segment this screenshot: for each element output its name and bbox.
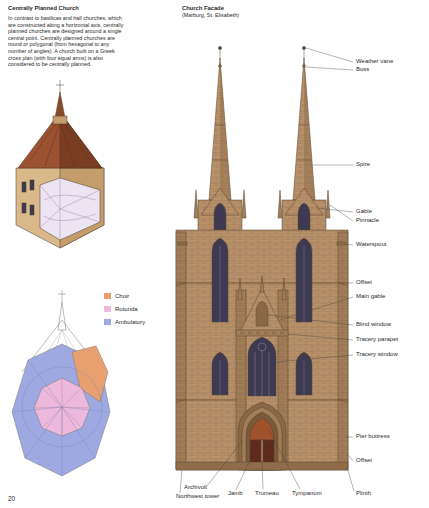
part-label: Trumeau	[255, 490, 279, 497]
legend-item: Rotunda	[104, 306, 138, 312]
part-label: Jamb	[228, 490, 243, 497]
part-label: Offset	[356, 457, 372, 464]
part-label: Waterspout	[356, 241, 386, 248]
legend-label: Rotunda	[115, 306, 138, 312]
part-label: Tracery window	[356, 351, 398, 358]
church-facade	[176, 46, 348, 470]
part-label: Boss	[356, 66, 369, 73]
legend-swatch	[104, 319, 111, 325]
legend-swatch	[104, 306, 111, 312]
part-label: Weather vane	[356, 58, 393, 65]
page-number: 20	[8, 495, 15, 503]
church-cutaway	[16, 80, 104, 248]
church-plan	[12, 290, 110, 476]
part-label: Archivolt	[184, 484, 207, 491]
part-label: Northwest tower	[176, 493, 219, 500]
body-text: In contrast to basilicas and hall church…	[8, 15, 124, 68]
part-label: Offset	[356, 279, 372, 286]
part-label: Gable	[356, 208, 372, 215]
part-label: Main gable	[356, 293, 385, 300]
part-label: Tracery parapet	[356, 336, 398, 343]
legend-item: Ambulatory	[104, 319, 145, 325]
part-label: Pier buttress	[356, 433, 390, 440]
part-label: Tympanum	[292, 490, 322, 497]
figure-title: Church Facade	[182, 5, 224, 12]
legend-label: Choir	[115, 293, 129, 299]
legend-swatch	[104, 293, 111, 299]
legend-label: Ambulatory	[115, 319, 145, 325]
section-heading: Centrally Planned Church	[8, 5, 79, 12]
part-label: Spire	[356, 161, 370, 168]
part-label: Blind window	[356, 321, 391, 328]
figure-subtitle: (Marburg, St. Elisabeth)	[182, 12, 239, 19]
legend-item: Choir	[104, 293, 129, 299]
part-label: Plinth	[356, 490, 371, 497]
leader-lines	[180, 48, 354, 493]
part-label: Pinnacle	[356, 217, 379, 224]
